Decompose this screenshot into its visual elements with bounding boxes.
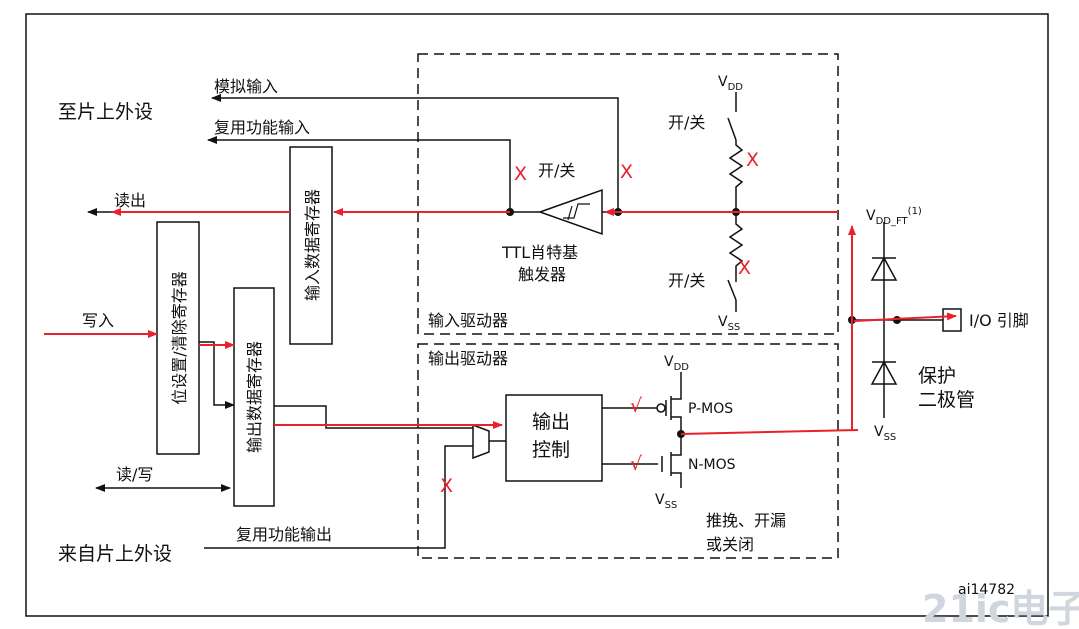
nmos-source [671, 472, 682, 488]
pmos-vdd-label: VDD [664, 354, 689, 373]
pmos-drain [671, 416, 682, 434]
pullup-resistor [728, 140, 744, 212]
pullup-on-off-label: 开/关 [668, 113, 705, 132]
nmos-label: N-MOS [688, 457, 736, 473]
io-pin-label: I/O 引脚 [969, 311, 1029, 330]
from-peripheral-label: 来自片上外设 [58, 543, 172, 565]
bit-set-reset-register-box [156, 221, 200, 455]
pmos-source [671, 372, 682, 400]
mode-label-1: 推挽、开漏 [706, 511, 786, 530]
output-data-register-label: 输出数据寄存器 [245, 341, 264, 453]
schmitt-label-2: 触发器 [518, 265, 566, 284]
output-control-label-2: 控制 [532, 439, 570, 461]
read-write-label: 读/写 [116, 465, 153, 484]
input-driver-box [417, 53, 839, 335]
to-peripheral-label: 至片上外设 [58, 101, 153, 123]
write-in-label: 写入 [82, 311, 114, 330]
lower-diode [870, 360, 898, 385]
pmos-bubble [656, 403, 666, 413]
alt-func-output-label: 复用功能输出 [236, 525, 332, 544]
pulldown-cross-mark: X [738, 257, 751, 279]
schmitt-trigger [537, 188, 603, 236]
analog-input-line [211, 94, 619, 211]
protect-diode-label-2: 二极管 [918, 389, 975, 411]
analog-cross-mark: X [620, 161, 633, 183]
outer-frame [25, 13, 1049, 617]
highlight-path [44, 208, 957, 435]
output-control-label-1: 输出 [532, 411, 570, 433]
pulldown-on-off-label: 开/关 [668, 271, 705, 290]
pulldown-switch [727, 279, 737, 301]
input-data-register-box [289, 146, 333, 345]
alt-input-line [207, 136, 511, 212]
schmitt-label-1: TTL肖特基 [501, 243, 578, 262]
read-out-label: 读出 [114, 191, 146, 210]
io-pin-box [942, 308, 962, 332]
nmos-check-mark: √ [630, 453, 643, 475]
alt-output-cross-mark: X [440, 475, 453, 497]
alt-func-input-label: 复用功能输入 [214, 118, 310, 137]
pullup-cross-mark: X [746, 149, 759, 171]
protect-diode-label-1: 保护 [918, 365, 956, 387]
diode-vss-label: VSS [874, 424, 896, 443]
output-data-register-box [233, 287, 275, 507]
alt-output-line [204, 445, 473, 549]
nmos-drain [671, 434, 682, 456]
pmos-check-mark: √ [630, 395, 643, 417]
pmos-label: P-MOS [688, 401, 733, 417]
output-control-box [505, 394, 603, 482]
figure-id: ai14782 [958, 582, 1015, 598]
upper-diode [870, 256, 898, 281]
analog-input-label: 模拟输入 [214, 77, 278, 96]
odr-to-mux [274, 405, 473, 429]
pulldown-vss-label: VSS [718, 314, 740, 333]
bit-set-reset-register-label: 位设置/清除寄存器 [170, 271, 189, 404]
pullup-switch [727, 117, 737, 141]
pulldown-resistor [728, 212, 744, 282]
schmitt-cross-mark: X [514, 163, 527, 185]
pullup-vdd-label: VDD [718, 74, 743, 93]
schmitt-on-off-label: 开/关 [538, 161, 575, 180]
input-data-register-label: 输入数据寄存器 [303, 189, 322, 301]
watermark-logo: 21ic电子网 [922, 587, 1079, 629]
vdd-ft-label: VDD_FT(1) [866, 206, 922, 227]
bsr-to-odr [199, 341, 235, 409]
mode-label-2: 或关闭 [706, 535, 754, 554]
mux [472, 423, 490, 460]
input-driver-label: 输入驱动器 [428, 311, 508, 330]
output-driver-box [417, 343, 839, 559]
nmos-vss-label: VSS [655, 492, 677, 511]
output-driver-label: 输出驱动器 [428, 349, 508, 368]
